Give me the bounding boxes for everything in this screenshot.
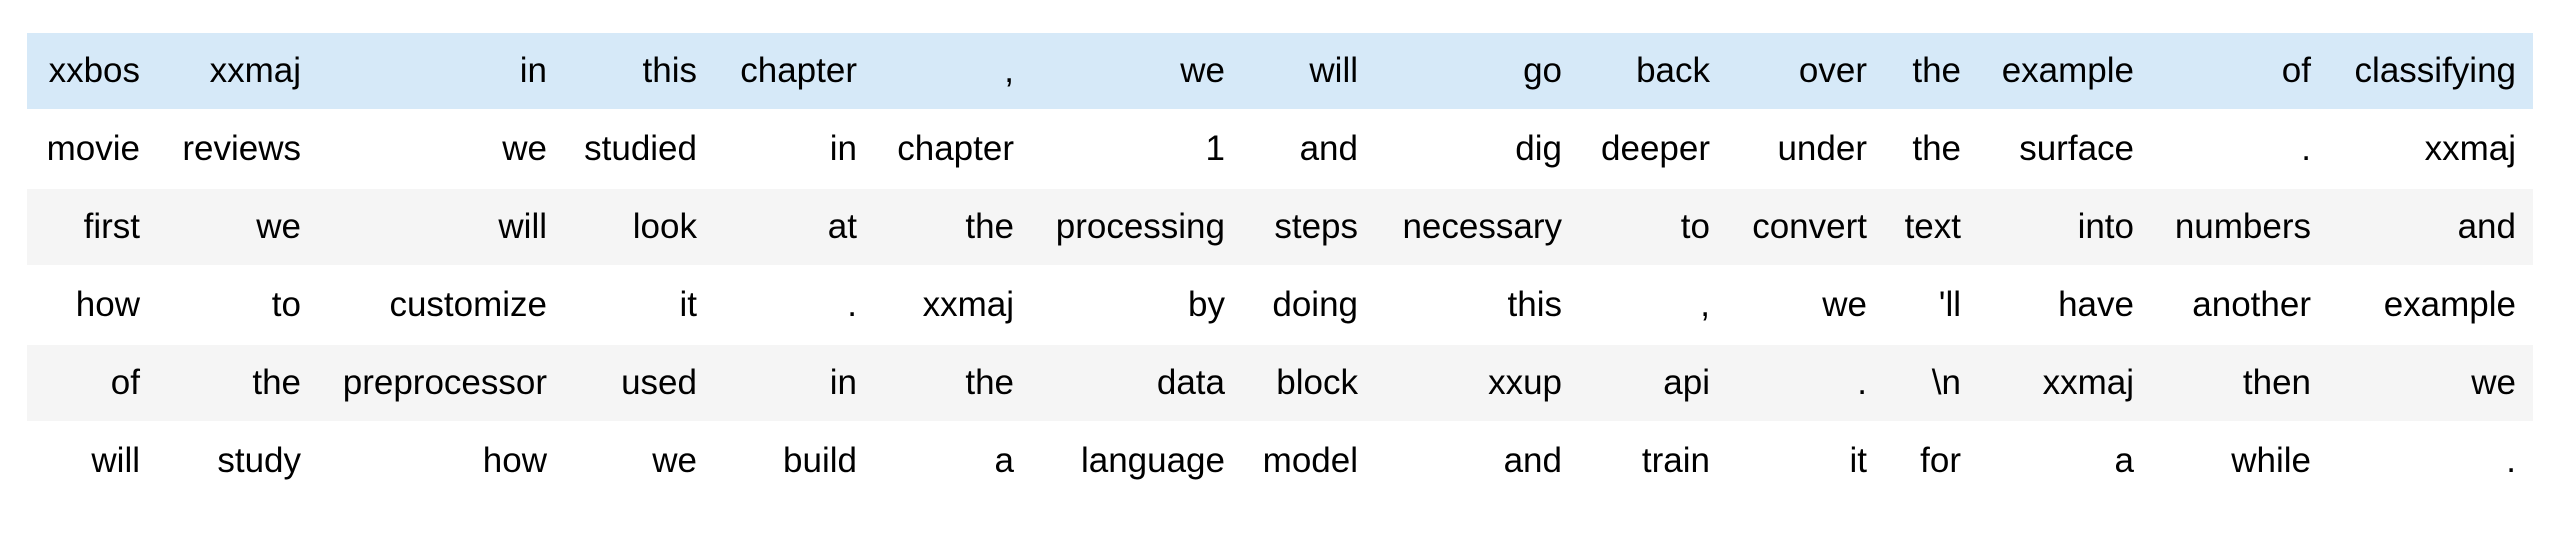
token-cell: look (564, 188, 714, 267)
token-cell: we (564, 422, 714, 501)
token-cell: movie (27, 110, 157, 189)
token-cell: necessary (1375, 188, 1579, 267)
token-cell: xxmaj (874, 266, 1031, 345)
token-cell: the (1884, 110, 1978, 189)
token-cell: the (874, 344, 1031, 423)
token-cell: and (1242, 110, 1375, 189)
token-cell: into (1978, 188, 2151, 267)
token-cell: will (27, 422, 157, 501)
token-cell: reviews (157, 110, 318, 189)
token-cell: xxmaj (2328, 110, 2533, 189)
token-cell: first (27, 188, 157, 267)
token-cell: doing (1242, 266, 1375, 345)
token-cell: classifying (2328, 33, 2533, 111)
token-cell: it (1727, 422, 1884, 501)
token-cell: while (2151, 422, 2328, 501)
token-cell: xxup (1375, 344, 1579, 423)
token-cell: train (1579, 422, 1727, 501)
token-cell: convert (1727, 188, 1884, 267)
token-cell: model (1242, 422, 1375, 501)
token-cell: preprocessor (318, 344, 564, 423)
token-cell: in (714, 344, 874, 423)
token-cell: deeper (1579, 110, 1727, 189)
token-cell: dig (1375, 110, 1579, 189)
token-cell: back (1579, 33, 1727, 111)
token-cell: of (27, 344, 157, 423)
token-cell: by (1031, 266, 1242, 345)
token-cell: example (2328, 266, 2533, 345)
token-cell: api (1579, 344, 1727, 423)
token-cell: it (564, 266, 714, 345)
token-cell: we (157, 188, 318, 267)
token-cell: and (1375, 422, 1579, 501)
token-cell: build (714, 422, 874, 501)
token-cell: data (1031, 344, 1242, 423)
token-cell: will (1242, 33, 1375, 111)
token-cell: chapter (714, 33, 874, 111)
token-cell: processing (1031, 188, 1242, 267)
token-cell: . (2151, 110, 2328, 189)
token-cell: customize (318, 266, 564, 345)
token-cell: over (1727, 33, 1884, 111)
token-cell: go (1375, 33, 1579, 111)
token-cell: for (1884, 422, 1978, 501)
token-cell: a (874, 422, 1031, 501)
token-cell: . (2328, 422, 2533, 501)
token-cell: chapter (874, 110, 1031, 189)
token-cell: numbers (2151, 188, 2328, 267)
token-cell: another (2151, 266, 2328, 345)
token-cell: we (2328, 344, 2533, 423)
token-cell: 1 (1031, 110, 1242, 189)
token-cell: a (1978, 422, 2151, 501)
token-cell: used (564, 344, 714, 423)
token-cell: this (1375, 266, 1579, 345)
token-cell: 'll (1884, 266, 1978, 345)
token-cell: how (27, 266, 157, 345)
token-cell: will (318, 188, 564, 267)
token-cell: xxmaj (1978, 344, 2151, 423)
token-cell: surface (1978, 110, 2151, 189)
token-cell: , (874, 33, 1031, 111)
token-cell: text (1884, 188, 1978, 267)
token-cell: studied (564, 110, 714, 189)
token-cell: . (1727, 344, 1884, 423)
token-cell: we (1031, 33, 1242, 111)
token-cell: \n (1884, 344, 1978, 423)
token-cell: . (714, 266, 874, 345)
token-cell: xxmaj (157, 33, 318, 111)
token-cell: to (157, 266, 318, 345)
token-cell: the (157, 344, 318, 423)
token-cell: language (1031, 422, 1242, 501)
token-cell: this (564, 33, 714, 111)
token-cell: to (1579, 188, 1727, 267)
token-cell: we (318, 110, 564, 189)
token-cell: under (1727, 110, 1884, 189)
token-cell: the (874, 188, 1031, 267)
token-cell: how (318, 422, 564, 501)
token-cell: block (1242, 344, 1375, 423)
token-cell: , (1579, 266, 1727, 345)
token-cell: in (318, 33, 564, 111)
token-cell: at (714, 188, 874, 267)
token-cell: the (1884, 33, 1978, 111)
token-cell: steps (1242, 188, 1375, 267)
token-cell: in (714, 110, 874, 189)
token-cell: study (157, 422, 318, 501)
token-cell: example (1978, 33, 2151, 111)
token-cell: we (1727, 266, 1884, 345)
token-cell: and (2328, 188, 2533, 267)
token-cell: have (1978, 266, 2151, 345)
token-cell: of (2151, 33, 2328, 111)
token-cell: then (2151, 344, 2328, 423)
token-cell: xxbos (27, 33, 157, 111)
